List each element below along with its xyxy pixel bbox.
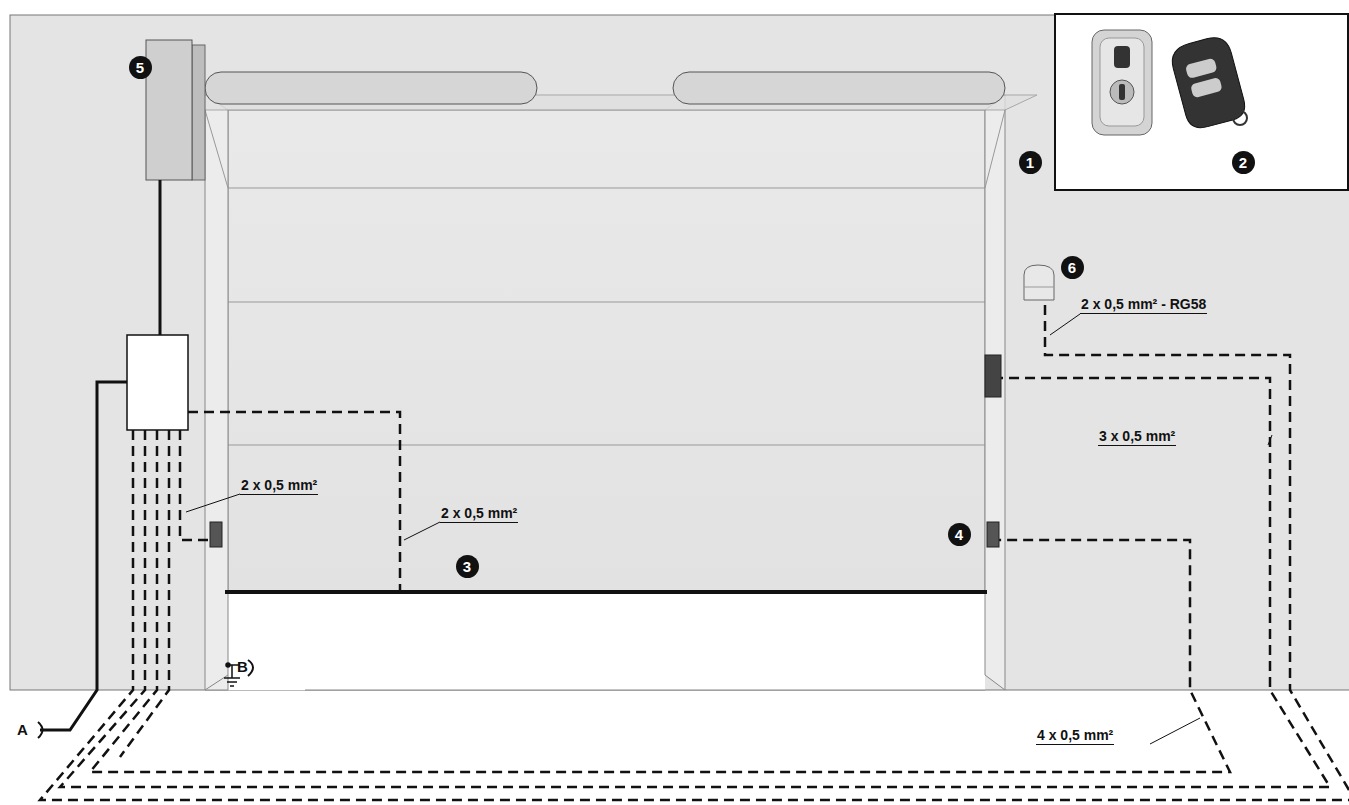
panel-line	[228, 302, 985, 303]
trench-cable	[60, 378, 1330, 787]
mains-cable	[40, 382, 127, 730]
callout-number: 4	[948, 523, 971, 546]
motor-tube	[205, 72, 537, 104]
remote-control	[1168, 34, 1248, 132]
callout-number: 1	[1019, 151, 1042, 174]
control-unit-side	[192, 45, 205, 180]
wall-device	[985, 355, 1001, 397]
photocell	[210, 522, 222, 547]
trench-cable	[90, 430, 1230, 772]
label-bracket	[38, 722, 43, 738]
floor-line	[305, 690, 985, 691]
photocell-cable	[180, 430, 210, 540]
callout-text: 2	[1239, 154, 1247, 171]
callout-number: 3	[456, 555, 479, 578]
connection-letter: A	[16, 721, 29, 738]
wall	[10, 15, 1349, 690]
rail	[985, 110, 1005, 188]
key-selector	[1092, 30, 1152, 135]
opening	[228, 110, 985, 690]
lamp-base	[1024, 287, 1054, 288]
photocell	[987, 522, 999, 547]
panel-line	[228, 188, 985, 189]
connection-letter: B	[236, 658, 249, 675]
lamp-cable	[1045, 300, 1349, 790]
cable-spec: 2 x 0,5 mm² - RG58	[1080, 296, 1207, 314]
callout-number: 6	[1061, 256, 1084, 279]
cable-spec: 2 x 0,5 mm²	[440, 505, 518, 523]
cable-spec: 2 x 0,5 mm²	[240, 477, 318, 495]
right-jamb	[985, 95, 1005, 690]
sectional-door	[228, 110, 985, 592]
control-unit	[146, 40, 192, 180]
flashing-lamp	[1024, 265, 1054, 300]
left-jamb	[205, 95, 228, 690]
trench-cable	[40, 430, 1349, 800]
trench-cable	[120, 430, 169, 757]
callout-number: 2	[1232, 151, 1255, 174]
junction-box	[127, 335, 188, 430]
inset-frame	[1055, 14, 1348, 190]
edge-cable	[188, 412, 400, 592]
callout-text: 4	[955, 526, 963, 543]
cable-spec: 4 x 0,5 mm²	[1036, 727, 1114, 745]
callout-number: 5	[129, 56, 152, 79]
safety-edge	[225, 590, 987, 594]
label-bracket	[248, 660, 253, 676]
callout-text: 5	[136, 59, 144, 76]
cable-spec: 3 x 0,5 mm²	[1098, 428, 1176, 446]
dashed-cables	[40, 300, 1349, 800]
callout-text: 6	[1068, 259, 1076, 276]
callout-text: 3	[463, 558, 471, 575]
motor-tube	[673, 72, 1005, 104]
rail	[205, 110, 228, 188]
leader-lines	[186, 314, 1272, 744]
power-cable	[159, 180, 162, 335]
panel-line	[228, 445, 985, 446]
callout-text: 1	[1026, 154, 1034, 171]
